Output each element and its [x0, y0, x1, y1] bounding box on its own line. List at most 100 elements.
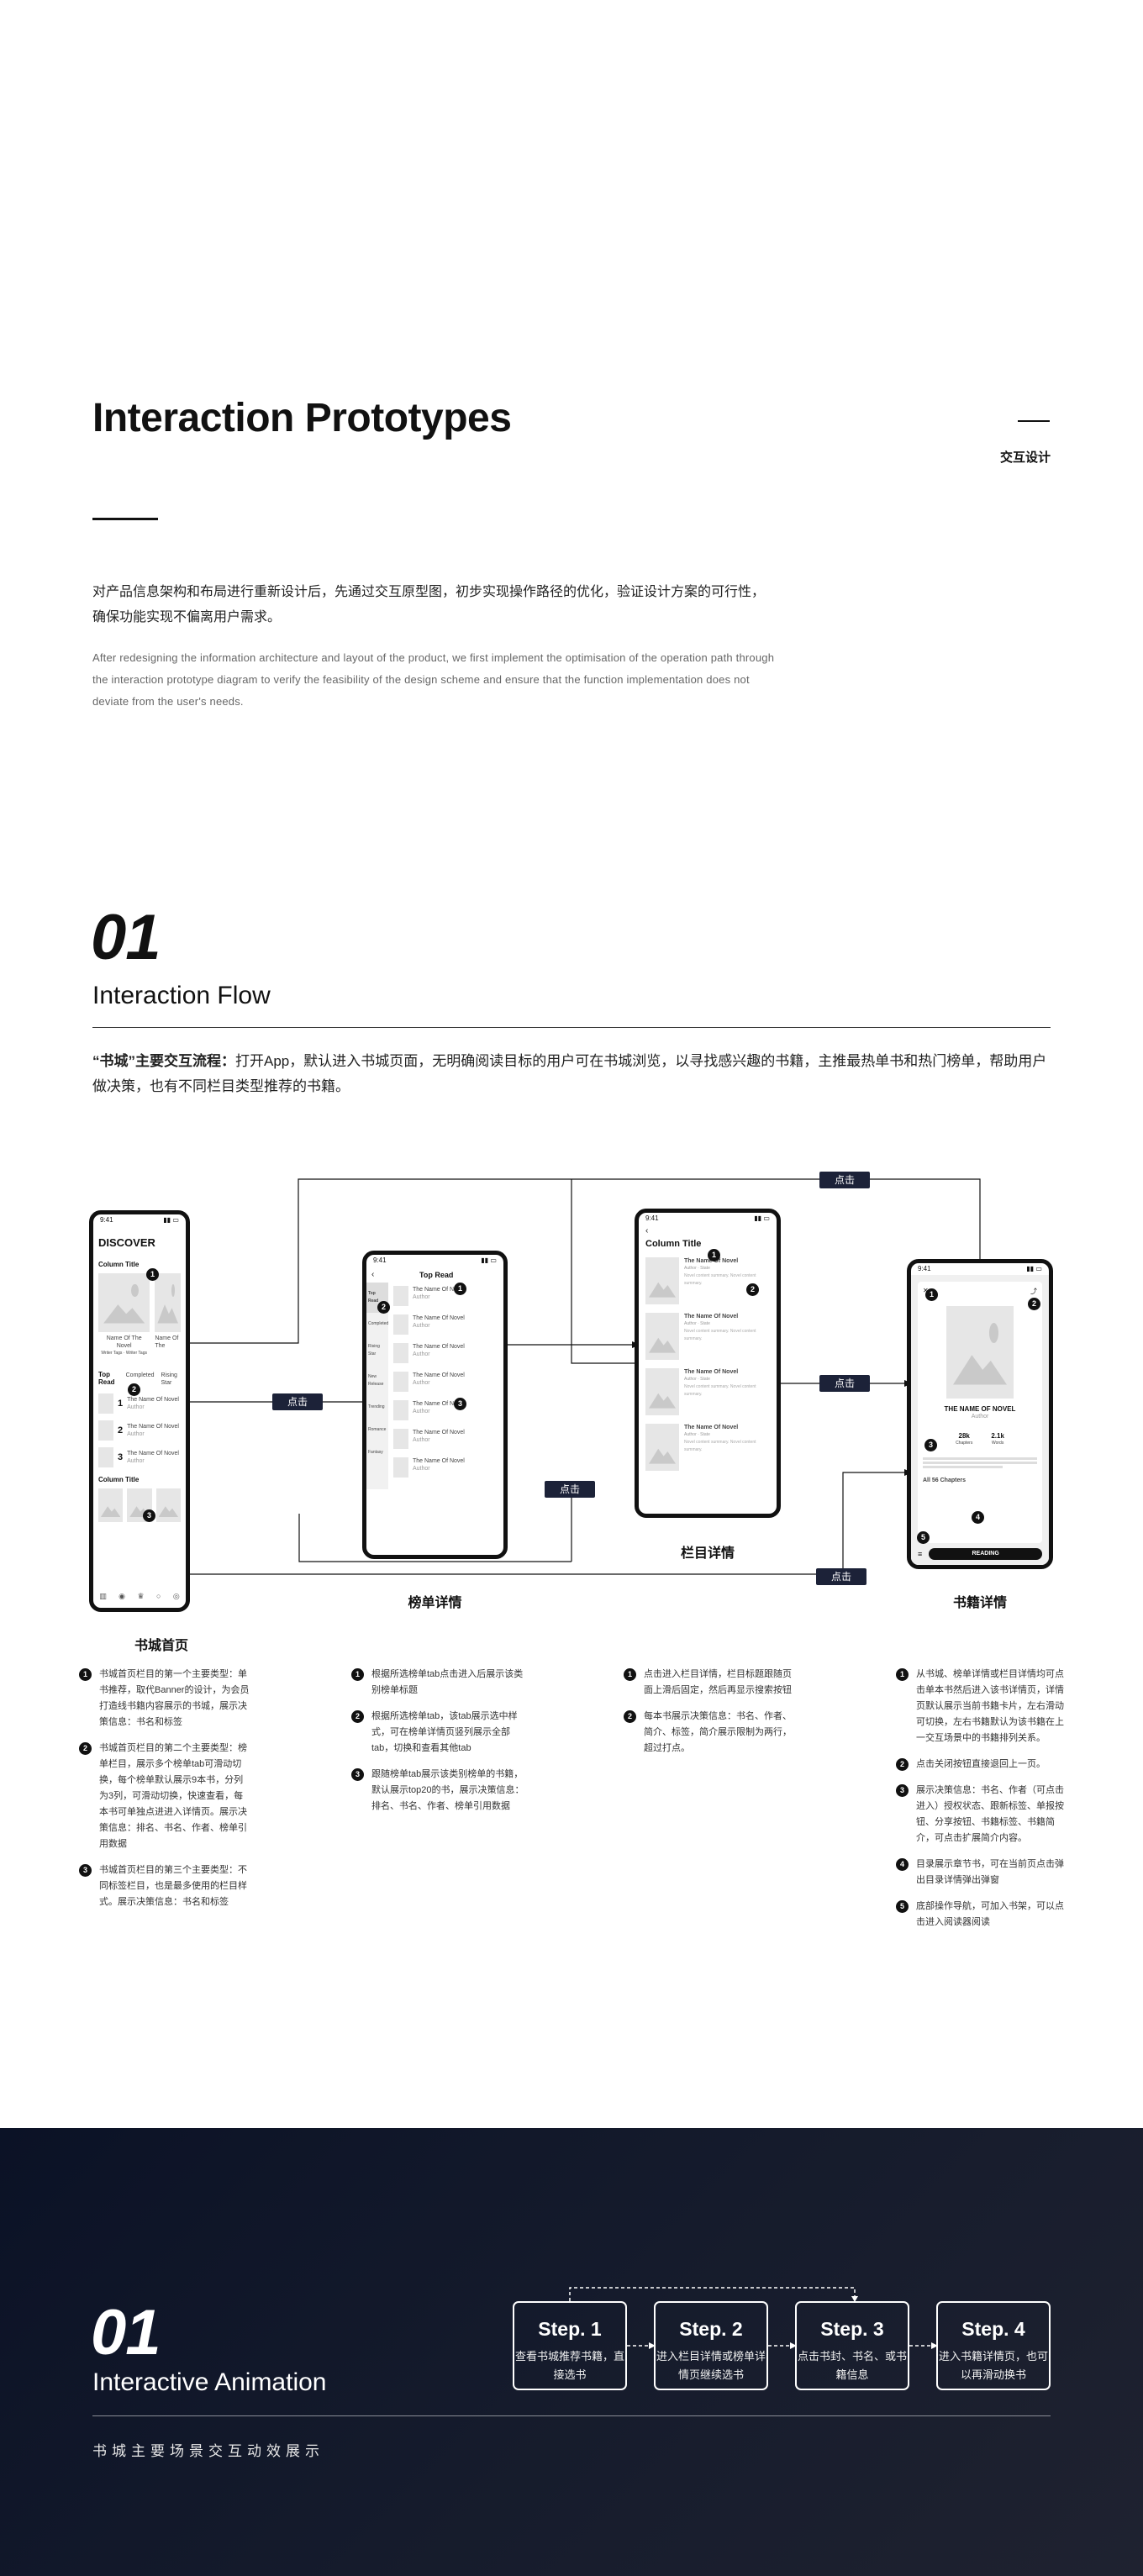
top-read-title: Top Read	[98, 1371, 115, 1386]
phone-ranking: 9:41▮▮ ▭ ‹ Top Read Top Read Completed R…	[362, 1251, 508, 1559]
step-card-1[interactable]: Step. 1 查看书城推荐书籍，直接选书	[513, 2301, 627, 2390]
book-cover	[98, 1420, 113, 1441]
note-number: 3	[351, 1768, 364, 1781]
section-subtitle: 书城主要场景交互动效展示	[92, 2443, 324, 2459]
back-icon[interactable]: ‹	[645, 1226, 649, 1235]
status-bar: 9:41▮▮ ▭	[639, 1213, 777, 1225]
marker-1: 1	[708, 1249, 720, 1262]
marker-4: 4	[972, 1511, 984, 1524]
book-title: THE NAME OF NOVEL	[944, 1405, 1016, 1413]
search-icon[interactable]: ○	[155, 1592, 161, 1600]
phone-column: 9:41▮▮ ▭ ‹ Column Title The Name Of Nove…	[635, 1209, 781, 1518]
note-text: 根据所选榜单tab点击进入后展示该类别榜单标题	[371, 1669, 524, 1695]
section-number: 01	[91, 2297, 161, 2368]
sidebar-tab[interactable]: Rising Star	[368, 1344, 380, 1356]
sidebar-tab[interactable]: Fantasy	[368, 1450, 383, 1455]
column-item-title: The Name Of Novel	[684, 1425, 739, 1430]
note-text: 书城首页栏目的第三个主要类型：不同标签栏目，也是最多使用的栏目样式。展示决策信息…	[99, 1865, 247, 1907]
status-time: 9:41	[100, 1216, 113, 1224]
column-item-author: Author · State	[684, 1432, 710, 1437]
step-card-3[interactable]: Step. 3 点击书封、书名、或书籍信息	[795, 2301, 909, 2390]
book-card[interactable]: Name Of The	[155, 1273, 181, 1357]
rank-item-title: The Name Of Novel	[127, 1424, 179, 1430]
rank-icon[interactable]: ♛	[137, 1592, 145, 1600]
intro-text-cn: 对产品信息架构和布局进行重新设计后，先通过交互原型图，初步实现操作路径的优化，验…	[92, 585, 766, 624]
signal-icon: ▮▮ ▭	[481, 1256, 497, 1264]
step-title: Step. 2	[679, 2318, 743, 2340]
ranking-item-author: Author	[413, 1466, 430, 1472]
step-desc: 点击书封、书名、或书籍信息	[797, 2350, 907, 2381]
note-text: 点击关闭按钮直接退回上一页。	[916, 1759, 1046, 1769]
ranking-item-title: The Name Of Novel	[413, 1430, 465, 1436]
book-card[interactable]: Name Of The Novel Writer Tags · Writer T…	[98, 1273, 150, 1357]
ranking-item-author: Author	[413, 1294, 430, 1300]
tab-bar: ▥ ◉ ♛ ○ ◎	[93, 1592, 186, 1601]
rank-number: 1	[118, 1399, 124, 1409]
column-item-desc: Novel content summary. Novel content sum…	[684, 1384, 756, 1397]
book-cover[interactable]	[155, 1488, 181, 1522]
reading-button[interactable]: READING	[929, 1548, 1042, 1560]
column-item-author: Author · State	[684, 1377, 710, 1382]
phone-discover: 9:41▮▮ ▭ DISCOVER Column Title Name Of T…	[89, 1210, 190, 1612]
note-number: 1	[624, 1668, 636, 1681]
book-cover	[393, 1400, 408, 1420]
column-item-author: Author · State	[684, 1321, 710, 1326]
chapters-link[interactable]: All 56 Chapters	[923, 1478, 966, 1483]
step-card-2[interactable]: Step. 2 进入栏目详情或榜单详情页继续选书	[654, 2301, 768, 2390]
column-title: Column Title	[98, 1476, 140, 1483]
book-author[interactable]: Author	[971, 1414, 989, 1420]
book-cover[interactable]	[98, 1488, 124, 1522]
rank-item-author: Author	[127, 1458, 145, 1464]
bookshelf-icon[interactable]: ▥	[99, 1592, 107, 1600]
book-cover	[393, 1314, 408, 1335]
note-number: 2	[624, 1710, 636, 1723]
sidebar-tab[interactable]: New Release	[368, 1374, 384, 1387]
sidebar-tab[interactable]: Trending	[368, 1404, 385, 1409]
profile-icon[interactable]: ◎	[172, 1592, 180, 1600]
note-text: 每本书展示决策信息：书名、作者、简介、标签，简介展示限制为两行，超过打点。	[644, 1711, 792, 1753]
signal-icon: ▮▮ ▭	[1026, 1265, 1042, 1272]
book-cover	[393, 1372, 408, 1392]
book-cover	[645, 1257, 679, 1304]
rank-item-title: The Name Of Novel	[127, 1397, 179, 1403]
section-title: Interaction Flow	[92, 982, 271, 1009]
tab-rising-star[interactable]: Rising Star	[161, 1372, 177, 1386]
share-icon[interactable]: ⤴	[1030, 1288, 1037, 1295]
back-icon[interactable]: ‹	[371, 1270, 375, 1279]
step-desc: 进入栏目详情或榜单详情页继续选书	[656, 2350, 766, 2381]
sidebar-tab[interactable]: Romance	[368, 1427, 387, 1432]
column-detail-title: Column Title	[645, 1239, 702, 1249]
stat-label: Words	[991, 1441, 1004, 1446]
ranking-item-title: The Name Of Novel	[413, 1458, 465, 1464]
marker-3: 3	[454, 1398, 466, 1410]
step-card-4[interactable]: Step. 4 进入书籍详情页，也可以再滑动换书	[936, 2301, 1051, 2390]
sidebar-tab[interactable]: Completed	[368, 1321, 389, 1326]
column-item-desc: Novel content summary. Novel content sum…	[684, 1273, 756, 1286]
marker-1: 1	[146, 1268, 159, 1281]
note-number: 2	[351, 1710, 364, 1723]
discover-icon[interactable]: ◉	[119, 1592, 126, 1600]
book-cover	[946, 1306, 1014, 1399]
bookshelf-add-icon[interactable]: ≡	[918, 1550, 923, 1558]
tab-completed[interactable]: Completed	[125, 1372, 155, 1378]
book-cover	[645, 1368, 679, 1415]
